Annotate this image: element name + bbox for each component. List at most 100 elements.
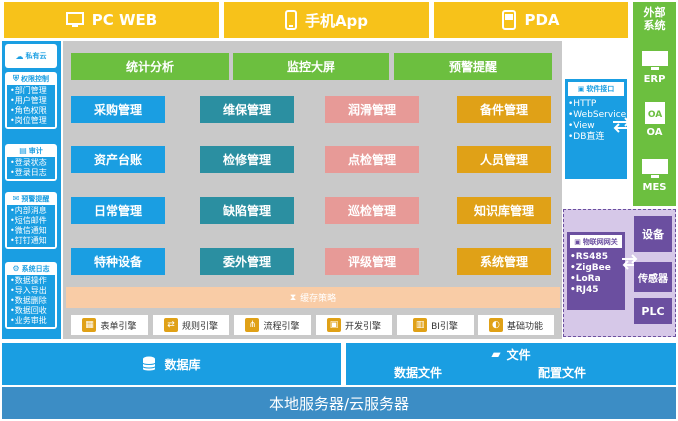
cache-icon: ⧗ [289, 292, 297, 303]
list-item: •内部消息 [10, 206, 47, 215]
client-pda-label: PDA [524, 11, 560, 29]
engine-form: ▦表单引擎 [71, 315, 148, 335]
tab-alert: 预警提醒 [394, 53, 552, 80]
module-knowledge-base: 知识库管理 [457, 197, 551, 224]
module-spot-check: 点检管理 [325, 146, 419, 173]
list-item: •数据删除 [10, 296, 47, 305]
list-item: •短信邮件 [10, 216, 47, 225]
list-item: •登录状态 [10, 158, 47, 167]
list-item: •角色权限 [10, 106, 47, 115]
gear-icon: ⚙ [12, 264, 20, 273]
list-item: •微信通知 [10, 226, 47, 235]
tab-monitor-screen: 监控大屏 [233, 53, 389, 80]
sidebar-group-audit: ▤ 审计 •登录状态 •登录日志 [5, 144, 57, 181]
sidebar-group-alert: ✉ 预警提醒 •内部消息 •短信邮件 •微信通知 •钉钉通知 [5, 192, 57, 249]
module-lubrication: 润滑管理 [325, 96, 419, 123]
list-item: •ZigBee [570, 263, 611, 273]
list-item: •部门管理 [10, 86, 47, 95]
list-item: •RS485 [570, 252, 608, 262]
sidebar-group-syslog: ⚙ 系统日志 •数据操作 •导入导出 •数据删除 •数据回收 •业务审批 [5, 262, 57, 329]
iot-panel: ▣ 物联网网关 •RS485 •ZigBee •LoRa •RJ45 设备 传感… [563, 209, 676, 337]
client-pc-label: PC WEB [91, 11, 158, 29]
process-icon: ⋔ [245, 318, 260, 332]
sidebar-group-permission: ⛨ 权限控制 •部门管理 •用户管理 •角色权限 •岗位管理 [5, 72, 57, 129]
list-item: •业务审批 [10, 316, 47, 325]
engine-bi: ▥BI引擎 [397, 315, 474, 335]
external-mes: MES [633, 148, 676, 202]
cache-strategy-bar: ⧗ 缓存策略 [66, 287, 560, 308]
engine-rule: ⇄规则引擎 [153, 315, 229, 335]
external-title: 外部 系统 [643, 6, 666, 32]
module-maintenance: 维保管理 [200, 96, 294, 123]
client-mobile-label: 手机App [304, 11, 369, 30]
device-sensor: 传感器 [634, 262, 672, 292]
shield-icon: ⛨ [13, 73, 19, 83]
device-plc: PLC [634, 298, 672, 324]
client-pda: PDA [434, 2, 628, 38]
server-bar: 本地服务器/云服务器 [2, 387, 676, 419]
sidebar-group-private-cloud: ☁ 私有云 [5, 44, 57, 68]
client-pc-web: PC WEB [4, 2, 219, 38]
external-systems-panel: 外部 系统 ERP OA OA MES [633, 2, 676, 206]
module-special-equipment: 特种设备 [71, 248, 165, 275]
database-block: 数据库 [2, 343, 341, 385]
list-item: •导入导出 [10, 286, 47, 295]
dev-icon: ▣ [326, 318, 341, 332]
list-item: •数据操作 [10, 276, 47, 285]
engine-basic: ◐基础功能 [478, 315, 554, 335]
external-oa: OA OA [633, 94, 676, 144]
chat-icon: ✉ [12, 194, 20, 203]
module-defect: 缺陷管理 [200, 197, 294, 224]
list-item: •用户管理 [10, 96, 47, 105]
pda-icon [502, 10, 517, 30]
module-inspection: 巡检管理 [325, 197, 419, 224]
api-icon: ▣ [577, 85, 585, 93]
module-purchase: 采购管理 [71, 96, 165, 123]
list-item: •钉钉通知 [10, 236, 47, 245]
form-icon: ▦ [82, 318, 97, 332]
module-asset-ledger: 资产台账 [71, 146, 165, 173]
iot-gateway: ▣ 物联网网关 •RS485 •ZigBee •LoRa •RJ45 [567, 232, 625, 310]
monitor-icon [641, 158, 668, 178]
list-item: •View [568, 121, 595, 131]
list-item: •LoRa [570, 274, 601, 284]
module-system: 系统管理 [457, 248, 551, 275]
client-mobile-app: 手机App [224, 2, 429, 38]
exchange-arrows-icon [613, 117, 631, 133]
file-block: ▰ 文件 数据文件 配置文件 [346, 343, 676, 385]
list-item: •WebService [568, 110, 627, 120]
monitor-icon [65, 12, 84, 27]
list-item: •登录日志 [10, 168, 47, 177]
engine-process: ⋔流程引擎 [234, 315, 311, 335]
monitor-icon [641, 50, 668, 70]
svg-text:OA: OA [647, 110, 661, 120]
list-item: •DB直连 [568, 132, 605, 142]
module-personnel: 人员管理 [457, 146, 551, 173]
module-grid: 采购管理 维保管理 润滑管理 备件管理 资产台账 检修管理 点检管理 人员管理 … [71, 96, 552, 276]
module-overhaul: 检修管理 [200, 146, 294, 173]
database-icon [142, 356, 156, 371]
module-outsourcing: 委外管理 [200, 248, 294, 275]
list-item: •岗位管理 [10, 116, 47, 125]
list-item: •数据回收 [10, 306, 47, 315]
chart-icon: ▥ [413, 318, 428, 332]
list-item: •HTTP [568, 99, 597, 109]
rule-icon: ⇄ [163, 318, 178, 332]
data-file-label: 数据文件 [394, 366, 443, 380]
device-equipment: 设备 [634, 216, 672, 252]
module-rating: 评级管理 [325, 248, 419, 275]
tab-statistics: 统计分析 [71, 53, 229, 80]
engine-dev: ▣开发引擎 [316, 315, 392, 335]
phone-icon [284, 10, 297, 30]
list-item: •RJ45 [570, 285, 599, 295]
config-file-label: 配置文件 [538, 366, 587, 380]
gateway-icon: ▣ [574, 237, 581, 246]
cloud-icon: ☁ [15, 51, 24, 61]
toggle-icon: ◐ [488, 318, 503, 332]
folder-icon: ▰ [491, 347, 501, 361]
module-spare-parts: 备件管理 [457, 96, 551, 123]
external-erp: ERP [633, 42, 676, 92]
audit-icon: ▤ [19, 146, 27, 155]
left-sidebar: ☁ 私有云 ⛨ 权限控制 •部门管理 •用户管理 •角色权限 •岗位管理 ▤ 审… [2, 41, 61, 339]
module-daily: 日常管理 [71, 197, 165, 224]
